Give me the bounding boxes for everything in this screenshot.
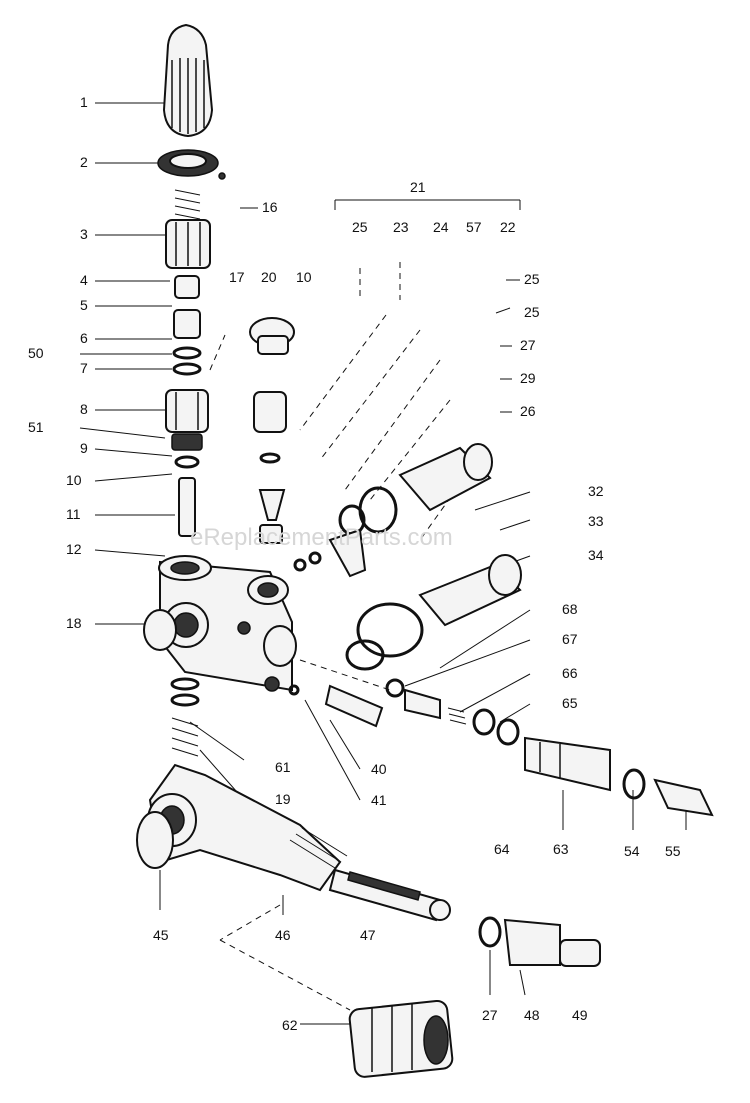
label-part-16: 16 — [262, 199, 278, 215]
fitting-parts-27-49 — [478, 916, 601, 967]
label-part-24: 24 — [433, 219, 449, 235]
label-part-61: 61 — [275, 759, 291, 775]
label-part-8: 8 — [80, 401, 88, 417]
label-part-22: 22 — [500, 219, 516, 235]
label-part-48: 48 — [524, 1007, 540, 1023]
label-part-10-upper: 10 — [296, 269, 312, 285]
valve-body-part-12 — [158, 555, 297, 692]
label-part-27-right: 27 — [520, 337, 536, 353]
label-part-46: 46 — [275, 927, 291, 943]
label-part-23: 23 — [393, 219, 409, 235]
label-part-9: 9 — [80, 440, 88, 456]
label-part-50: 50 — [28, 345, 44, 361]
check-valve-parts-65-68 — [288, 678, 520, 746]
label-part-64: 64 — [494, 841, 510, 857]
label-part-51: 51 — [28, 419, 44, 435]
label-part-6: 6 — [80, 330, 88, 346]
label-part-67: 67 — [562, 631, 578, 647]
washer-part-2 — [157, 149, 226, 180]
label-part-65: 65 — [562, 695, 578, 711]
label-part-26: 26 — [520, 403, 536, 419]
label-part-21: 21 — [410, 179, 426, 195]
label-part-66: 66 — [562, 665, 578, 681]
spring-parts-61-19 — [170, 677, 200, 757]
label-part-19: 19 — [275, 791, 291, 807]
rod-part-47 — [328, 868, 451, 922]
label-part-47: 47 — [360, 927, 376, 943]
leader-lines — [79, 102, 687, 1025]
label-part-25-top: 25 — [352, 219, 368, 235]
label-part-40: 40 — [371, 761, 387, 777]
fitting-parts-32-34 — [345, 554, 522, 671]
label-part-49: 49 — [572, 1007, 588, 1023]
fitting-parts-22-29 — [293, 443, 493, 578]
label-part-5: 5 — [80, 297, 88, 313]
nut-part-62 — [348, 999, 454, 1078]
label-part-17: 17 — [229, 269, 245, 285]
label-part-45: 45 — [153, 927, 169, 943]
label-part-11: 11 — [66, 506, 81, 522]
seal-ring-part-18 — [143, 609, 177, 651]
watermark: eReplacementParts.com — [190, 524, 453, 551]
spring-part-3 — [165, 189, 211, 269]
stem-parts-4-11 — [165, 275, 209, 537]
label-part-54: 54 — [624, 843, 640, 859]
label-part-4: 4 — [80, 272, 88, 288]
label-part-32: 32 — [588, 483, 604, 499]
label-part-20: 20 — [261, 269, 277, 285]
valve-cap-part-20 — [249, 317, 295, 544]
label-part-55: 55 — [665, 843, 681, 859]
label-part-18: 18 — [66, 615, 82, 631]
label-part-12: 12 — [66, 541, 82, 557]
coupling-parts-54-63 — [524, 736, 714, 817]
label-part-25-right-b: 25 — [524, 304, 540, 320]
label-part-33: 33 — [588, 513, 604, 529]
label-part-34: 34 — [588, 547, 604, 563]
label-part-2: 2 — [80, 154, 88, 170]
label-part-25-right-a: 25 — [524, 271, 540, 287]
label-part-7: 7 — [80, 360, 88, 376]
knob-part-1 — [162, 23, 214, 138]
label-part-63: 63 — [553, 841, 569, 857]
label-part-29: 29 — [520, 370, 536, 386]
label-part-3: 3 — [80, 226, 88, 242]
label-part-1: 1 — [80, 94, 88, 110]
label-part-27: 27 — [482, 1007, 498, 1023]
label-part-68: 68 — [562, 601, 578, 617]
label-part-62: 62 — [282, 1017, 298, 1033]
label-part-57: 57 — [466, 219, 482, 235]
label-part-10: 10 — [66, 472, 82, 488]
manifold-arm-part-45 — [136, 763, 348, 892]
label-part-41: 41 — [371, 792, 387, 808]
